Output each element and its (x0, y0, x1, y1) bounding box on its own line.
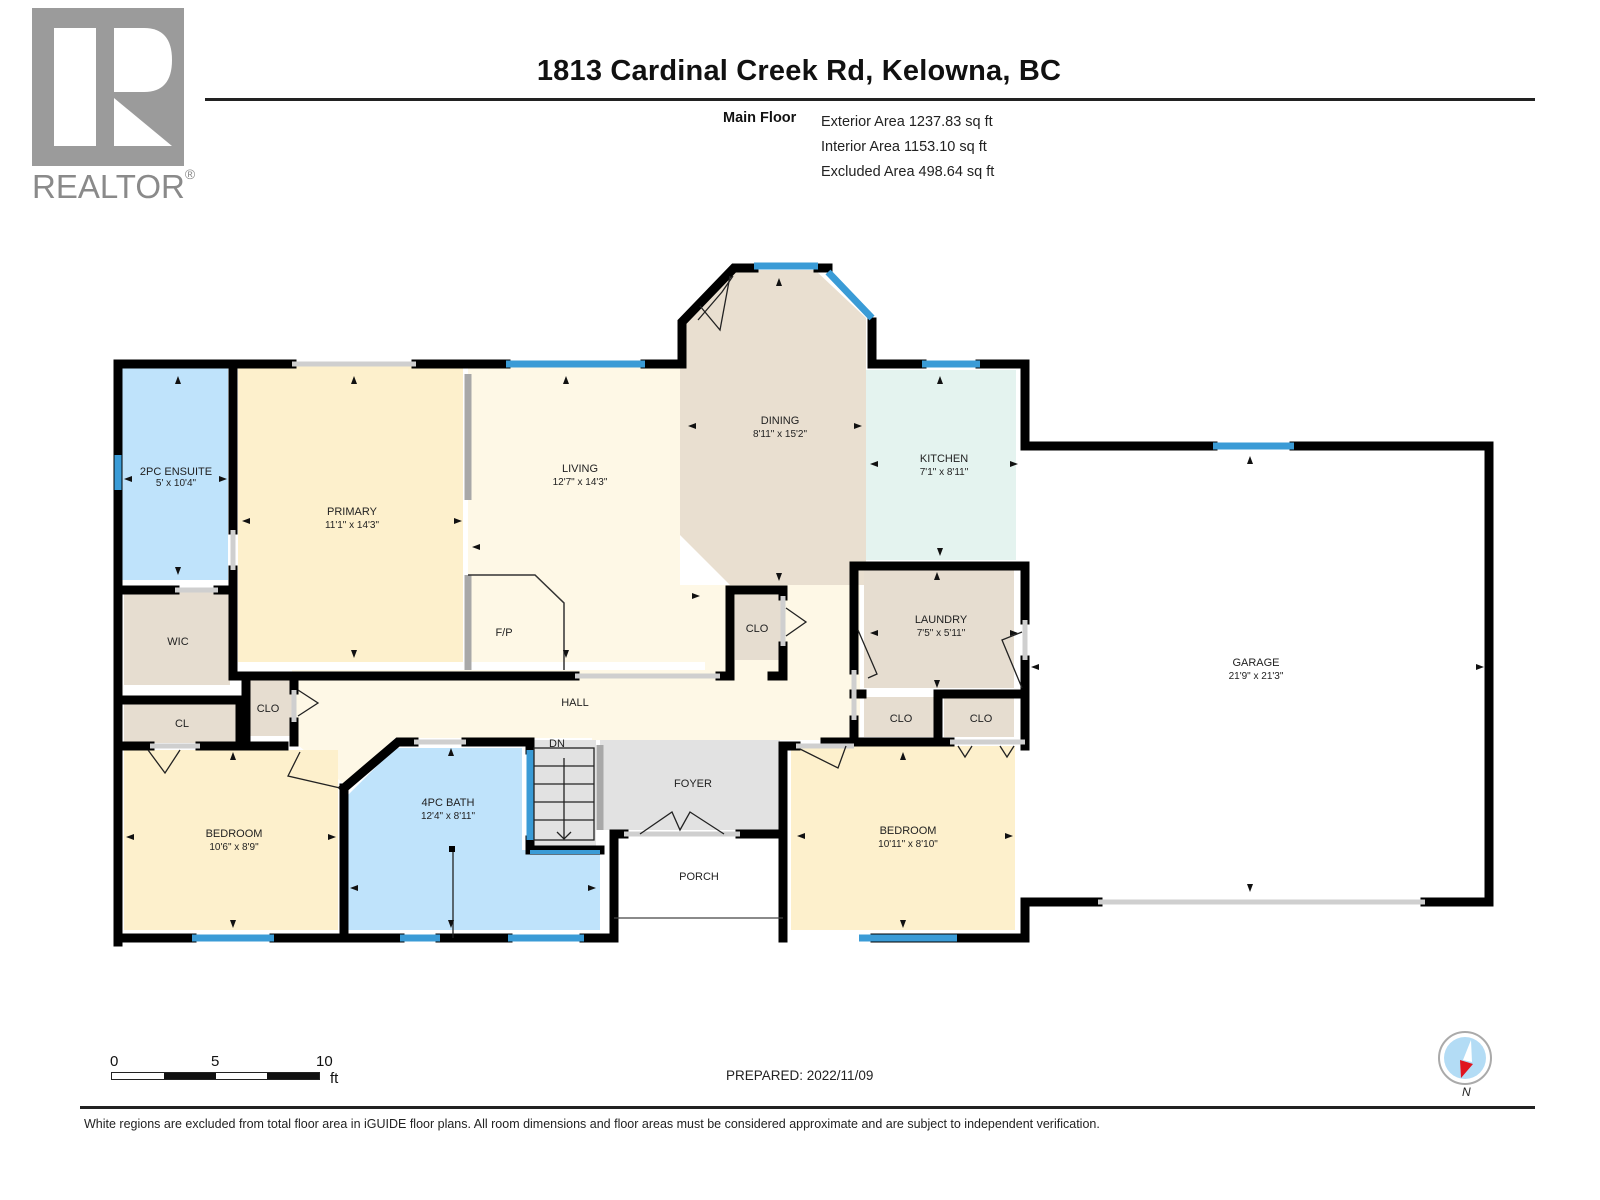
dims-bath: 12'4" x 8'11" (421, 811, 476, 822)
fireplace-outline (468, 574, 565, 670)
label-wic: WIC (167, 636, 188, 648)
room-ensuite (118, 365, 228, 580)
cl-door-swing (147, 749, 181, 775)
bedroom-right-door-swing (799, 745, 847, 769)
room-clo-center (735, 595, 781, 660)
room-cl (124, 703, 236, 743)
label-ensuite: 2PC ENSUITE (140, 466, 212, 478)
label-cl: CL (175, 718, 189, 730)
dims-living: 12'7" x 14'3" (553, 477, 608, 488)
scale-bar-graphic (111, 1072, 320, 1080)
clo-door-swing-2 (999, 745, 1015, 759)
clo-hall-door-swing (297, 689, 320, 717)
label-clo-laundry-left: CLO (890, 713, 913, 725)
label-foyer: FOYER (674, 778, 712, 790)
dims-kitchen: 7'1" x 8'11" (920, 467, 969, 478)
compass-icon: N (1438, 1031, 1492, 1099)
label-hall: HALL (561, 697, 589, 709)
label-porch: PORCH (679, 871, 719, 883)
compass-north-label: N (1462, 1085, 1471, 1099)
room-clo-laundry-right (944, 697, 1014, 737)
label-clo-laundry-right: CLO (970, 713, 993, 725)
room-labels: 2PC ENSUITE 5' x 10'4" PRIMARY 11'1" x 1… (140, 415, 1284, 883)
excluded-area: Excluded Area 498.64 sq ft (821, 164, 995, 180)
label-clo-hall: CLO (257, 703, 280, 715)
laundry-door-swing (857, 629, 878, 679)
label-bedroom-left: BEDROOM (206, 828, 263, 840)
door-tracks (150, 361, 1425, 905)
clo-center-door-swing (785, 607, 808, 637)
room-clo-hall (246, 673, 292, 736)
room-bedroom-right (791, 746, 1015, 930)
label-stairs: DN (549, 738, 565, 750)
dims-bedroom-left: 10'6" x 8'9" (209, 842, 259, 853)
label-garage: GARAGE (1232, 657, 1279, 669)
room-bedroom-left (124, 750, 338, 930)
half-walls (464, 374, 604, 830)
dims-garage: 21'9" x 21'3" (1229, 671, 1284, 682)
dims-primary: 11'1" x 14'3" (325, 520, 380, 531)
stairs (533, 747, 595, 841)
dims-bedroom-right: 10'11" x 8'10" (878, 839, 938, 850)
bedroom-left-door-swing (287, 751, 341, 789)
interior-area: Interior Area 1153.10 sq ft (821, 139, 987, 155)
floor-label: Main Floor (723, 110, 797, 126)
page-title: 1813 Cardinal Creek Rd, Kelowna, BC (536, 55, 1062, 87)
room-wic (124, 590, 230, 685)
prepared-date: PREPARED: 2022/11/09 (726, 1068, 874, 1083)
scale-tick-0: 0 (110, 1053, 119, 1070)
label-bath: 4PC BATH (422, 797, 475, 809)
room-kitchen (866, 370, 1016, 560)
label-dining: DINING (761, 415, 800, 427)
room-primary (238, 365, 463, 662)
clo-door-swing-1 (957, 745, 973, 759)
room-living (468, 365, 705, 662)
realtor-wordmark: REALTOR® (32, 166, 196, 205)
label-primary: PRIMARY (327, 506, 378, 518)
dims-dining: 8'11" x 15'2" (753, 429, 808, 440)
dims-ensuite: 5' x 10'4" (156, 478, 197, 489)
label-laundry: LAUNDRY (915, 614, 968, 626)
label-fp: F/P (495, 627, 512, 639)
front-door-swing (639, 811, 725, 835)
room-dining (680, 270, 866, 585)
realtor-r-icon (32, 8, 184, 166)
walls (113, 263, 1494, 947)
room-bath (348, 748, 600, 930)
label-clo-center: CLO (746, 623, 769, 635)
room-hall (292, 670, 852, 785)
door-swings (147, 275, 1023, 835)
window-dining-east (825, 269, 875, 321)
label-living: LIVING (562, 463, 598, 475)
realtor-logo: REALTOR® (32, 8, 196, 206)
windows (114, 262, 1294, 942)
room-foyer (600, 740, 780, 830)
header-divider (205, 98, 1535, 101)
scale-unit: ft (330, 1070, 339, 1087)
laundry-garage-swing (1001, 631, 1023, 689)
room-stairs (528, 740, 596, 848)
label-bedroom-right: BEDROOM (880, 825, 937, 837)
dimension-arrows (124, 278, 1484, 928)
dims-laundry: 7'5" x 5'11" (917, 628, 966, 639)
footer-divider (80, 1106, 1535, 1109)
room-clo-laundry-left (864, 697, 934, 737)
area-summary: Exterior Area 1237.83 sq ft Interior Are… (821, 110, 994, 185)
scale-tick-5: 5 (211, 1053, 220, 1070)
disclaimer-text: White regions are excluded from total fl… (84, 1117, 1100, 1131)
label-kitchen: KITCHEN (920, 453, 968, 465)
scale-tick-10: 10 (316, 1053, 333, 1070)
room-laundry (864, 570, 1014, 688)
exterior-area: Exterior Area 1237.83 sq ft (821, 114, 993, 130)
